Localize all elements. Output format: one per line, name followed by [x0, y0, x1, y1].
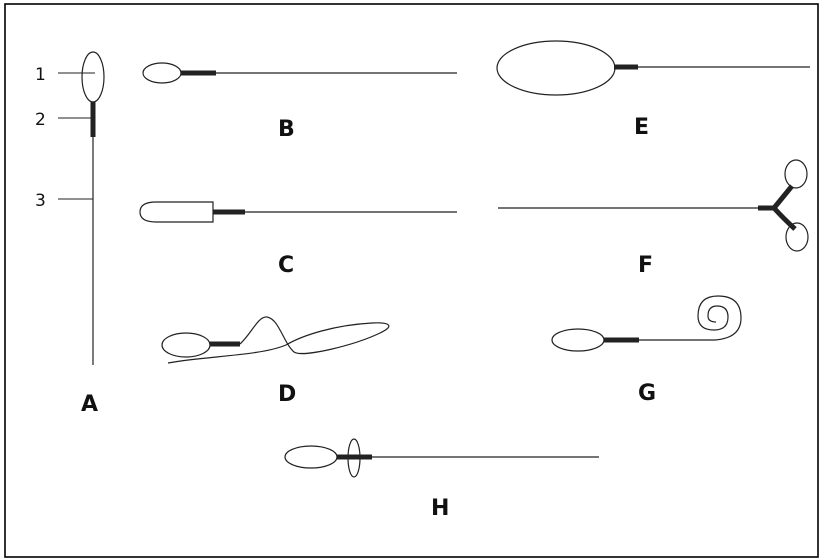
part-label-1: 1 — [35, 65, 46, 85]
panel-c-sperm — [139, 201, 457, 223]
panel-d-tail — [167, 316, 390, 364]
panel-f-lower-head — [785, 222, 809, 252]
panel-f-upper-head — [784, 159, 808, 189]
panel-label-f: F — [638, 253, 653, 278]
panel-label-e: E — [634, 115, 649, 140]
panel-e-head — [496, 40, 616, 96]
part-label-3: 3 — [35, 191, 46, 211]
panel-h-head — [284, 445, 338, 469]
figure-border — [4, 3, 819, 558]
panel-f-midpiece — [758, 184, 797, 231]
panel-a-sperm — [58, 51, 105, 365]
panel-label-d: D — [278, 382, 296, 407]
panel-c-head — [139, 201, 214, 223]
panel-label-h: H — [431, 496, 449, 521]
panel-e-sperm — [496, 40, 810, 96]
panel-b-head — [142, 62, 182, 84]
panel-h-sperm — [284, 438, 599, 478]
panel-g-head — [551, 328, 605, 352]
panel-b-sperm — [142, 62, 457, 84]
part-label-2: 2 — [35, 110, 46, 130]
panel-label-a: A — [81, 392, 98, 417]
panel-f-sperm — [498, 159, 809, 252]
panel-label-g: G — [638, 381, 656, 406]
panel-g-sperm — [551, 295, 742, 352]
panel-a-head — [81, 51, 105, 103]
panel-d-head — [161, 332, 211, 358]
panel-label-b: B — [278, 117, 295, 142]
panel-label-c: C — [278, 253, 294, 278]
panel-g-coil — [697, 295, 742, 341]
panel-d-sperm — [161, 316, 390, 364]
panel-h-droplet — [347, 438, 361, 478]
